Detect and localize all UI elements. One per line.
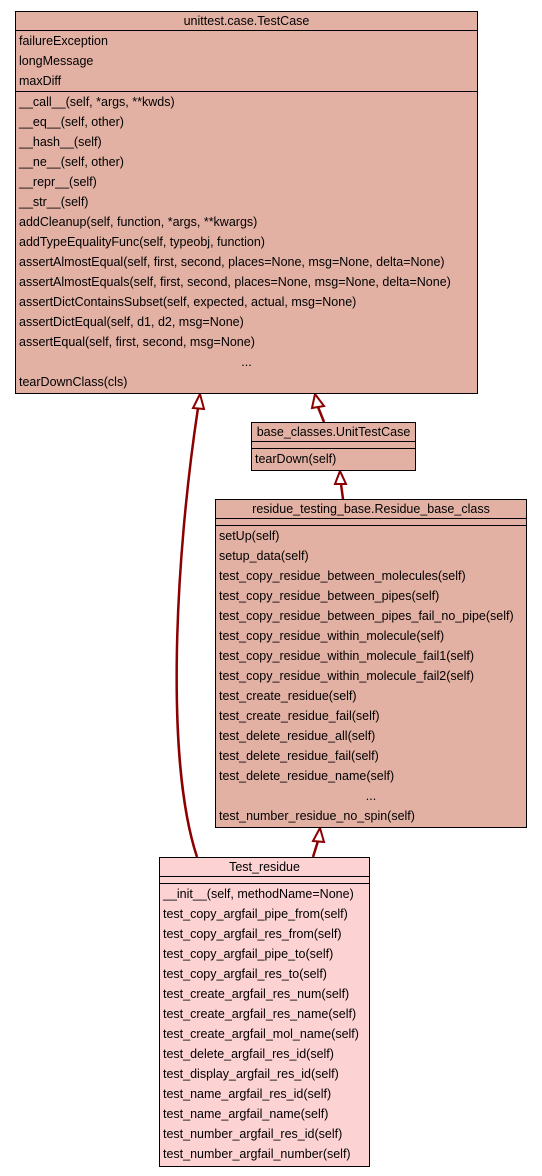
attributes-section — [216, 519, 526, 526]
class-title: residue_testing_base.Residue_base_class — [216, 500, 526, 519]
method: test_copy_argfail_res_to(self) — [163, 967, 327, 981]
method: __ne__(self, other) — [19, 155, 124, 169]
method: test_copy_argfail_pipe_from(self) — [163, 907, 348, 921]
attributes-section: failureException longMessage maxDiff — [16, 31, 477, 92]
method: assertDictEqual(self, d1, d2, msg=None) — [19, 315, 244, 329]
method-ellipsis: ... — [365, 789, 377, 803]
method: assertEqual(self, first, second, msg=Non… — [19, 335, 255, 349]
methods-section: tearDown(self) — [252, 449, 415, 469]
method: test_copy_residue_within_molecule(self) — [219, 629, 445, 643]
edge-test-residue-to-testcase — [175, 407, 200, 858]
method: test_name_argfail_res_id(self) — [163, 1087, 332, 1101]
method: assertAlmostEquals(self, first, second, … — [19, 275, 451, 289]
attributes-section — [160, 877, 369, 884]
method: __eq__(self, other) — [19, 115, 124, 129]
method: assertDictContainsSubset(self, expected,… — [19, 295, 357, 309]
edge-unittestcase-to-testcase — [316, 406, 326, 423]
class-title: Test_residue — [160, 858, 369, 877]
method: tearDown(self) — [255, 452, 337, 466]
edge-test-residue-to-residue-base — [311, 840, 320, 858]
method: test_create_residue_fail(self) — [219, 709, 380, 723]
method: __repr__(self) — [19, 175, 97, 189]
arrowhead-residue-base-from-test-residue — [311, 825, 326, 844]
method: setup_data(self) — [219, 549, 309, 563]
method: tearDownClass(cls) — [19, 375, 128, 389]
class-box-test-residue: Test_residue __init__(self, methodName=N… — [159, 857, 370, 1167]
method: test_number_residue_no_spin(self) — [219, 809, 415, 823]
method: test_number_argfail_res_id(self) — [163, 1127, 343, 1141]
method: test_create_argfail_res_num(self) — [163, 987, 350, 1001]
method: test_copy_residue_within_molecule_fail2(… — [219, 669, 474, 683]
method: test_name_argfail_name(self) — [163, 1107, 329, 1121]
arrowhead-unittestcase-from-residue-base — [333, 468, 348, 485]
method: test_copy_argfail_pipe_to(self) — [163, 947, 334, 961]
method: __hash__(self) — [19, 135, 102, 149]
class-box-unittestcase: base_classes.UnitTestCase tearDown(self) — [251, 422, 416, 471]
class-title: unittest.case.TestCase — [16, 12, 477, 31]
method: test_delete_argfail_res_id(self) — [163, 1047, 334, 1061]
method: test_copy_residue_between_pipes_fail_no_… — [219, 609, 514, 623]
method: assertAlmostEqual(self, first, second, p… — [19, 255, 445, 269]
method: addCleanup(self, function, *args, **kwar… — [19, 215, 258, 229]
method: test_copy_residue_within_molecule_fail1(… — [219, 649, 474, 663]
attributes-section — [252, 442, 415, 449]
method: test_number_argfail_number(self) — [163, 1147, 351, 1161]
class-box-residue-base: residue_testing_base.Residue_base_class … — [215, 499, 527, 828]
method: __str__(self) — [19, 195, 89, 209]
method-ellipsis: ... — [241, 355, 252, 369]
attribute: maxDiff — [19, 74, 62, 88]
methods-section: __init__(self, methodName=None) test_cop… — [160, 884, 369, 1164]
method: test_copy_argfail_res_from(self) — [163, 927, 342, 941]
method: test_delete_residue_all(self) — [219, 729, 376, 743]
method: __call__(self, *args, **kwds) — [19, 95, 175, 109]
method: test_delete_residue_fail(self) — [219, 749, 379, 763]
class-title: base_classes.UnitTestCase — [252, 423, 415, 442]
method: test_create_argfail_res_name(self) — [163, 1007, 357, 1021]
method: test_copy_residue_between_pipes(self) — [219, 589, 440, 603]
method: test_copy_residue_between_molecules(self… — [219, 569, 466, 583]
method: test_display_argfail_res_id(self) — [163, 1067, 339, 1081]
attribute: longMessage — [19, 54, 94, 68]
class-box-testcase: unittest.case.TestCase failureException … — [15, 11, 478, 394]
arrowhead-testcase-from-unittestcase — [310, 391, 326, 410]
method: __init__(self, methodName=None) — [163, 887, 354, 901]
edge-residue-base-to-unittestcase — [339, 483, 345, 500]
method: test_create_argfail_mol_name(self) — [163, 1027, 359, 1041]
attribute: failureException — [19, 34, 108, 48]
method: setUp(self) — [219, 529, 280, 543]
methods-section: setUp(self) setup_data(self) test_copy_r… — [216, 526, 526, 826]
arrowhead-testcase-from-test-residue — [191, 391, 206, 411]
method: addTypeEqualityFunc(self, typeobj, funct… — [19, 235, 265, 249]
methods-section: __call__(self, *args, **kwds) __eq__(sel… — [16, 92, 477, 392]
method: test_delete_residue_name(self) — [219, 769, 395, 783]
method: test_create_residue(self) — [219, 689, 357, 703]
